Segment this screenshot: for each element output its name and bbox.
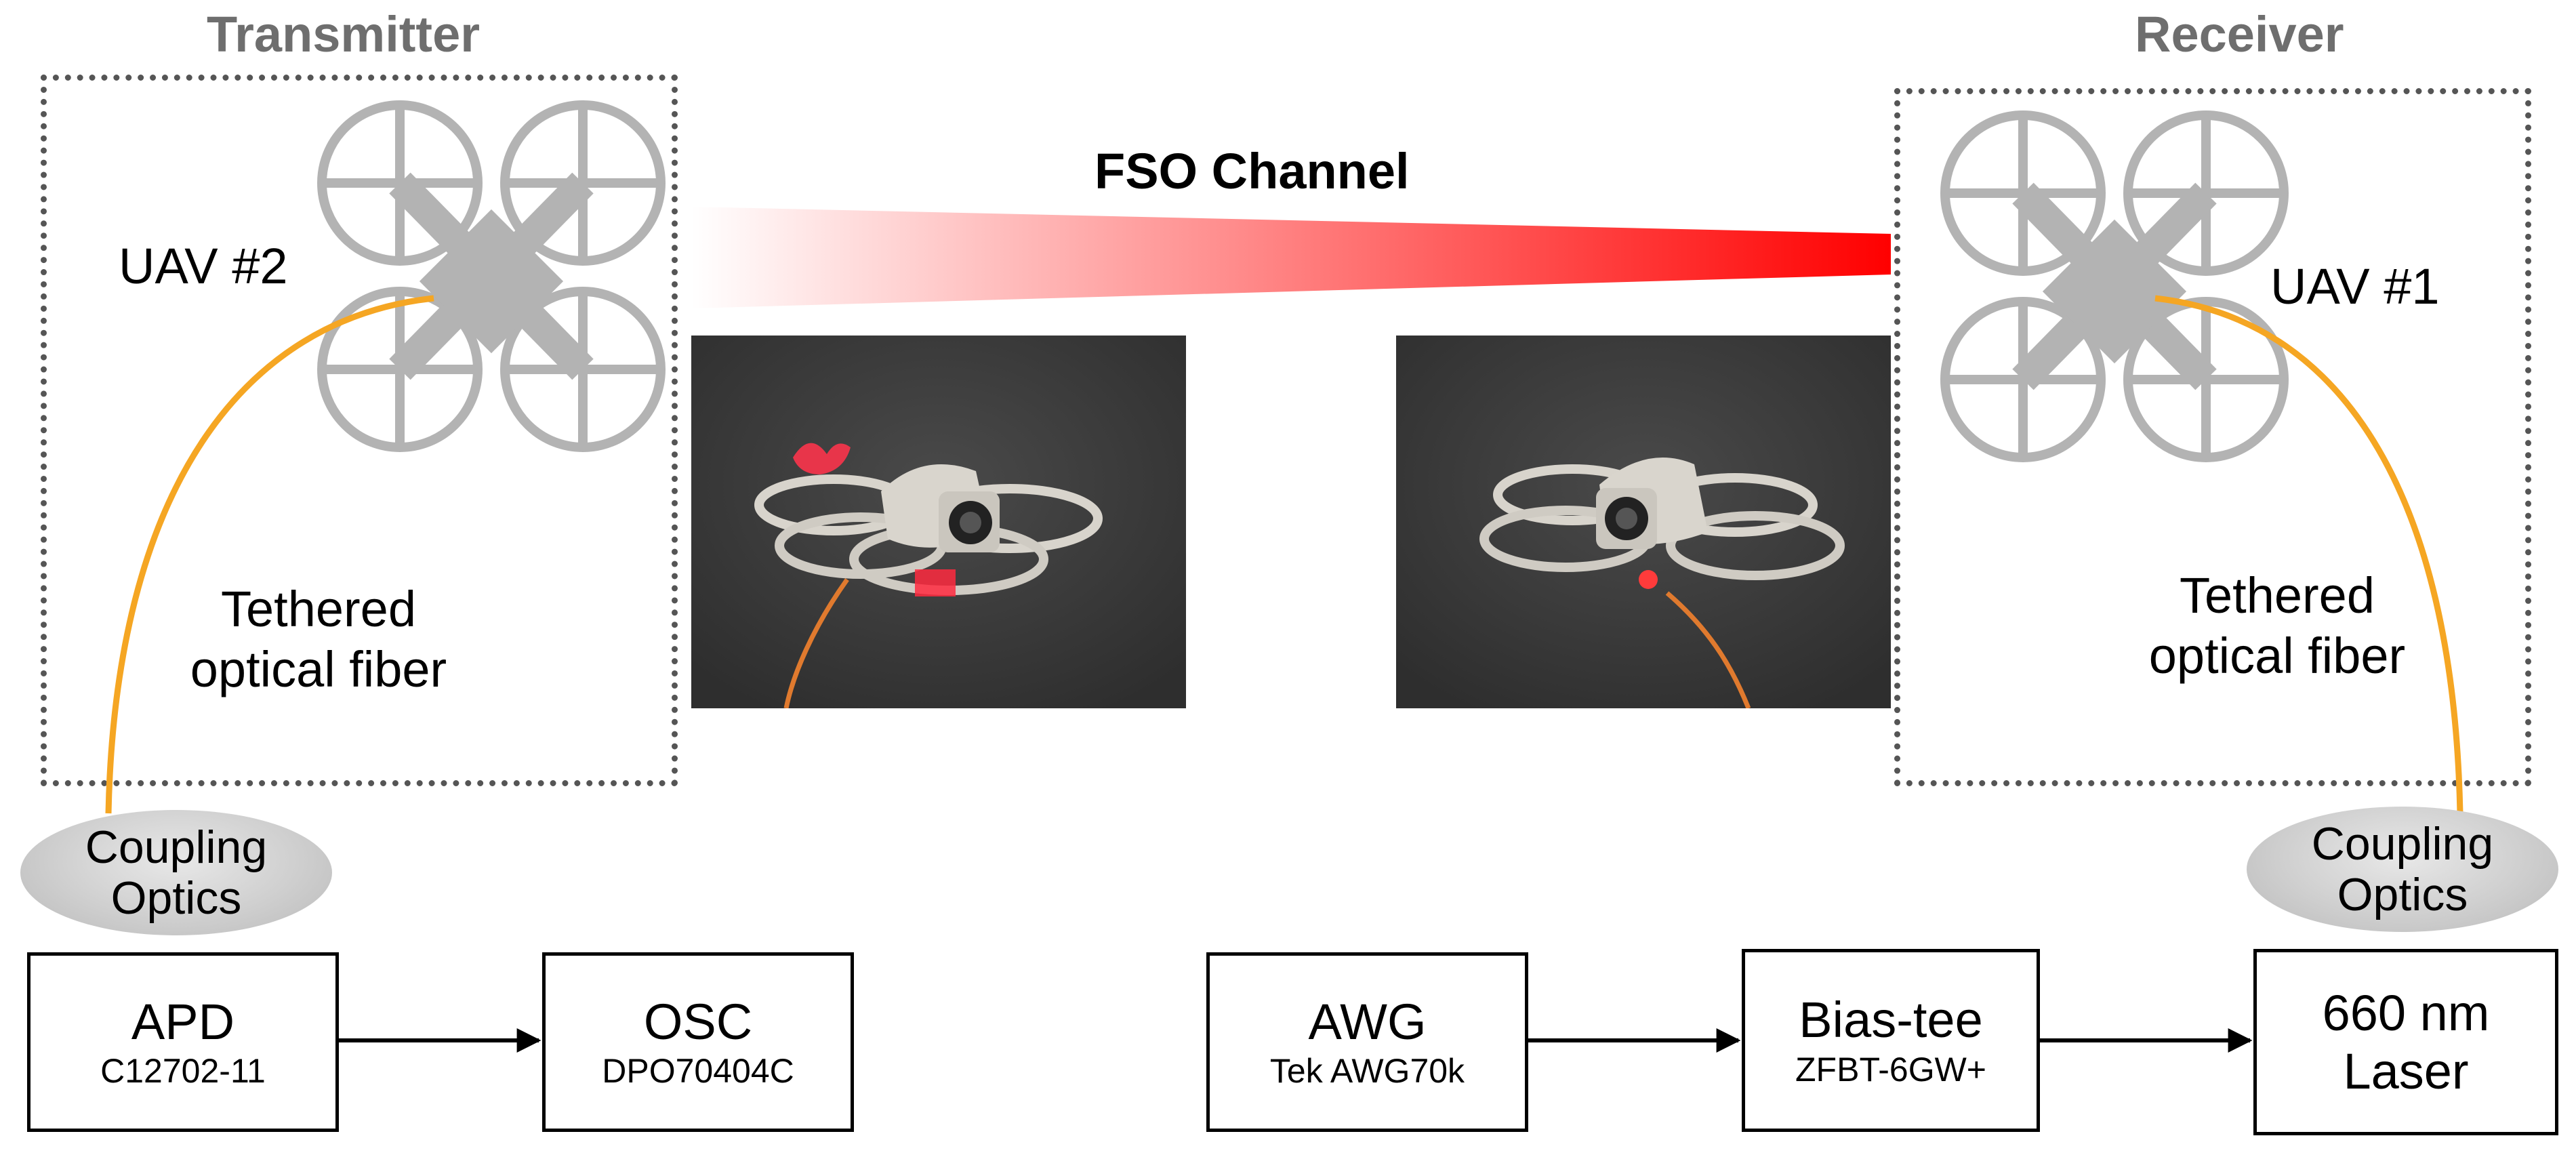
awg-name: AWG xyxy=(1308,993,1427,1050)
transmitter-coupling-line1: Coupling xyxy=(85,821,268,873)
transmitter-photo xyxy=(691,336,1186,709)
apd-model: C12702-11 xyxy=(100,1052,266,1091)
biastee-block: Bias-tee ZFBT-6GW+ xyxy=(1742,949,2040,1132)
receiver-fiber-label-line1: Tethered xyxy=(2180,567,2375,624)
laser-name-line1: 660 nm xyxy=(2322,985,2490,1042)
apd-block: APD C12702-11 xyxy=(27,952,339,1132)
receiver-fiber-label: Tethered optical fiber xyxy=(2121,566,2433,687)
transmitter-box xyxy=(41,75,678,786)
receiver-fiber xyxy=(2154,295,2463,814)
receiver-coupling-optics: Coupling Optics xyxy=(2247,807,2558,932)
osc-name: OSC xyxy=(643,993,753,1050)
biastee-name: Bias-tee xyxy=(1799,992,1983,1049)
receiver-photo xyxy=(1396,336,1891,710)
receiver-coupling-line2: Optics xyxy=(2337,868,2468,920)
transmitter-coupling-optics: Coupling Optics xyxy=(20,810,332,935)
transmitter-uav-label: UAV #2 xyxy=(119,238,288,294)
transmitter-fiber-label-line1: Tethered xyxy=(221,581,416,637)
transmitter-title: Transmitter xyxy=(207,6,481,62)
receiver-uav-label: UAV #1 xyxy=(2270,258,2440,314)
receiver-fiber-label-line2: optical fiber xyxy=(2148,627,2406,684)
transmitter-coupling-line2: Optics xyxy=(110,872,242,924)
awg-block: AWG Tek AWG70k xyxy=(1206,952,1528,1132)
biastee-model: ZFBT-6GW+ xyxy=(1795,1050,1986,1089)
awg-model: Tek AWG70k xyxy=(1269,1052,1465,1091)
laser-name-line2: Laser xyxy=(2343,1042,2469,1099)
receiver-title: Receiver xyxy=(2135,6,2344,62)
laser-block: 660 nm Laser xyxy=(2253,949,2558,1135)
receiver-coupling-line1: Coupling xyxy=(2311,817,2494,870)
fso-channel-label: FSO Channel xyxy=(1095,143,1410,199)
receiver-box xyxy=(1894,88,2531,786)
apd-name: APD xyxy=(131,993,235,1050)
osc-model: DPO70404C xyxy=(602,1052,794,1091)
transmitter-fiber-label-line2: optical fiber xyxy=(190,641,447,697)
transmitter-fiber xyxy=(105,295,434,814)
transmitter-fiber-label: Tethered optical fiber xyxy=(163,580,474,700)
fso-beam xyxy=(691,207,1891,308)
osc-block: OSC DPO70404C xyxy=(542,952,854,1132)
